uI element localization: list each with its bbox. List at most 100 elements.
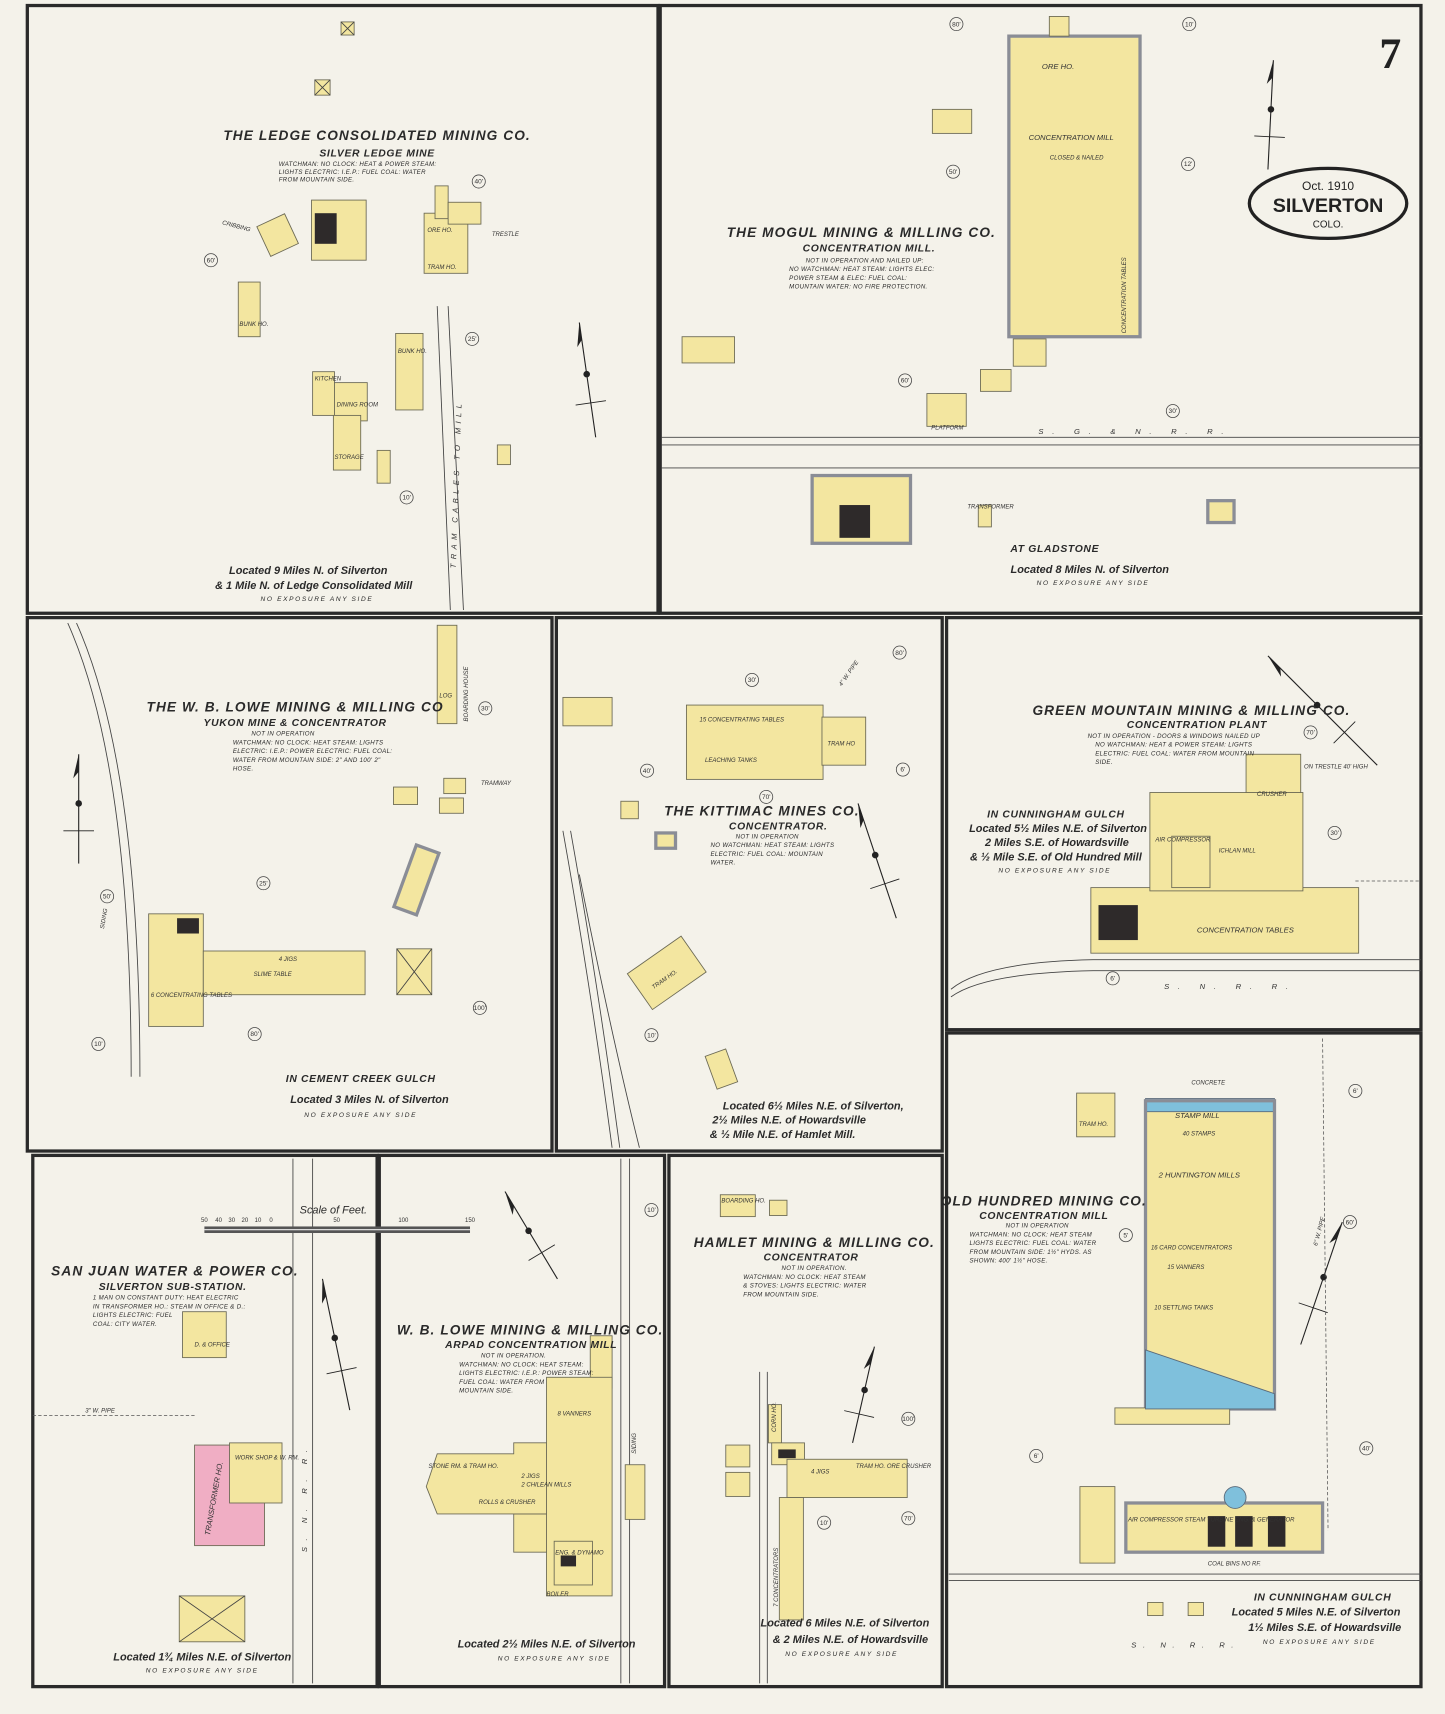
building [436, 624, 458, 725]
svg-text:80': 80' [952, 21, 961, 28]
sheet-state: COLO. [1313, 219, 1344, 230]
svg-text:50': 50' [103, 894, 112, 901]
sheet-date: Oct. 1910 [1302, 179, 1354, 193]
green-mountain-location: Located 5½ Miles N.E. of Silverton [969, 823, 1147, 835]
arpad-location: Located 2½ Miles N.E. of Silverton [458, 1638, 636, 1650]
panel-hamlet: HAMLET MINING & MILLING CO. CONCENTRATOR… [694, 1198, 934, 1658]
open-shed-mark [179, 1595, 246, 1643]
building [725, 1471, 751, 1497]
arpad-note: LIGHTS ELECTRIC: I.E.P.: POWER STEAM: [459, 1370, 594, 1377]
height-marker: 6' [1029, 1449, 1044, 1463]
building [778, 1497, 804, 1621]
yukon-note: HOSE. [233, 766, 254, 773]
height-marker: 40' [640, 763, 655, 778]
building [443, 777, 467, 795]
height-marker: 6' [895, 762, 910, 777]
label: 2 CHILEAN MILLS [520, 1483, 571, 1489]
label: TRAMWAY [481, 781, 512, 787]
building [513, 1513, 547, 1553]
svg-text:6': 6' [1034, 1453, 1039, 1460]
svg-text:100': 100' [902, 1416, 914, 1423]
building [980, 369, 1012, 392]
label: BUNK HO. [398, 349, 427, 355]
label: TRAM HO. ORE CRUSHER [856, 1464, 932, 1470]
arpad-title: W. B. LOWE MINING & MILLING CO. [397, 1323, 664, 1338]
svg-text:25': 25' [468, 336, 477, 343]
hamlet-location: Located 6 Miles N.E. of Silverton [761, 1618, 930, 1630]
svg-text:100': 100' [474, 1005, 486, 1012]
svg-text:60': 60' [901, 378, 910, 385]
mogul-title: THE MOGUL MINING & MILLING CO. [727, 225, 996, 240]
label: CRUSHER [1257, 792, 1287, 798]
height-marker: 100' [901, 1411, 916, 1426]
boiler-block [177, 918, 199, 934]
height-marker: 50' [100, 889, 115, 904]
label: TRANSFORMER [967, 504, 1014, 510]
old-hundred-location: Located 5 Miles N.E. of Silverton [1232, 1607, 1401, 1619]
building [438, 797, 464, 814]
san-juan-exposure: NO EXPOSURE ANY SIDE [146, 1667, 259, 1674]
height-marker: 80' [949, 17, 964, 32]
building [620, 800, 639, 820]
label: 10 SETTLING TANKS [1154, 1306, 1213, 1312]
title-cartouche: Oct. 1910 SILVERTON COLO. [1247, 166, 1409, 240]
height-marker: 10' [644, 1028, 659, 1043]
mogul-note: MOUNTAIN WATER: NO FIRE PROTECTION. [789, 284, 927, 291]
height-marker: 80' [892, 645, 907, 660]
height-marker: 10' [399, 490, 414, 505]
label: PLATFORM [931, 426, 963, 432]
label: D. & OFFICE [195, 1343, 231, 1349]
old-hundred-location: IN CUNNINGHAM GULCH [1254, 1592, 1392, 1603]
old-hundred-note: LIGHTS ELECTRIC: FUEL COAL: WATER [970, 1240, 1097, 1247]
building [1124, 1501, 1325, 1554]
sheet-city: SILVERTON [1273, 195, 1384, 217]
green-mountain-note: ELECTRIC: FUEL COAL: WATER FROM MOUNTAIN [1095, 750, 1254, 757]
ledge-title: THE LEDGE CONSOLIDATED MINING CO. [223, 128, 530, 143]
arpad-subtitle: ARPAD CONCENTRATION MILL [444, 1340, 617, 1351]
hamlet-exposure: NO EXPOSURE ANY SIDE [785, 1651, 898, 1658]
hamlet-location: & 2 Miles N.E. of Howardsville [773, 1634, 928, 1646]
building [681, 336, 735, 364]
building [393, 786, 418, 805]
label: ENG. & DYNAMO [555, 1550, 604, 1556]
scale-tick-label: 20 [241, 1218, 248, 1224]
ledge-note: FROM MOUNTAIN SIDE. [279, 177, 355, 184]
mogul-exposure: NO EXPOSURE ANY SIDE [1037, 580, 1150, 587]
kittimac-note: NO WATCHMAN: HEAT STEAM: LIGHTS [710, 842, 834, 849]
open-shed-mark [314, 79, 331, 96]
label: STONE RM. & TRAM HO. [428, 1464, 498, 1470]
height-marker: 50' [946, 164, 961, 179]
height-marker: 25' [256, 876, 271, 891]
mogul-note: POWER STEAM & ELEC: FUEL COAL: [789, 275, 907, 282]
north-arrow-icon [504, 1191, 558, 1280]
railroad-label: S. N. R. R. [300, 1444, 309, 1553]
scale-tick-label: 30 [228, 1218, 235, 1224]
old-hundred-note: NOT IN OPERATION [1006, 1223, 1069, 1230]
yukon-title: THE W. B. LOWE MINING & MILLING CO [147, 700, 444, 715]
label: CONCENTRATION TABLES [1197, 925, 1295, 934]
svg-text:60': 60' [1346, 1219, 1355, 1226]
label: 16 CARD CONCENTRATORS [1151, 1245, 1232, 1251]
ledge-note: WATCHMAN: NO CLOCK: HEAT & POWER STEAM: [279, 161, 437, 168]
scale-tick-label: 40 [215, 1218, 222, 1224]
green-mountain-note: NOT IN OPERATION - DOORS & WINDOWS NAILE… [1088, 733, 1261, 740]
height-marker: 25' [465, 331, 480, 346]
label: COAL BINS NO RF. [1208, 1561, 1261, 1567]
page-number: 7 [1379, 30, 1401, 78]
panel-san-juan: SAN JUAN WATER & POWER CO. SILVERTON SUB… [51, 1264, 309, 1675]
building [725, 1444, 751, 1468]
railroad-label: S. N. R. R. [1131, 1640, 1240, 1649]
label: SIDING [100, 908, 110, 930]
label: SLIME TABLE [254, 972, 293, 978]
yukon-note: WATER FROM MOUNTAIN SIDE: 2" AND 100' 2" [233, 757, 381, 764]
kittimac-note: ELECTRIC: FUEL COAL: MOUNTAIN [710, 851, 823, 858]
height-marker: 60' [898, 373, 912, 388]
height-marker: 30' [478, 701, 493, 716]
height-marker: 80' [247, 1027, 262, 1042]
building [926, 393, 967, 427]
svg-text:6': 6' [1353, 1088, 1358, 1095]
mogul-subtitle: CONCENTRATION MILL. [803, 243, 936, 254]
svg-text:60': 60' [207, 257, 216, 264]
building [202, 950, 366, 996]
building [769, 1199, 788, 1216]
